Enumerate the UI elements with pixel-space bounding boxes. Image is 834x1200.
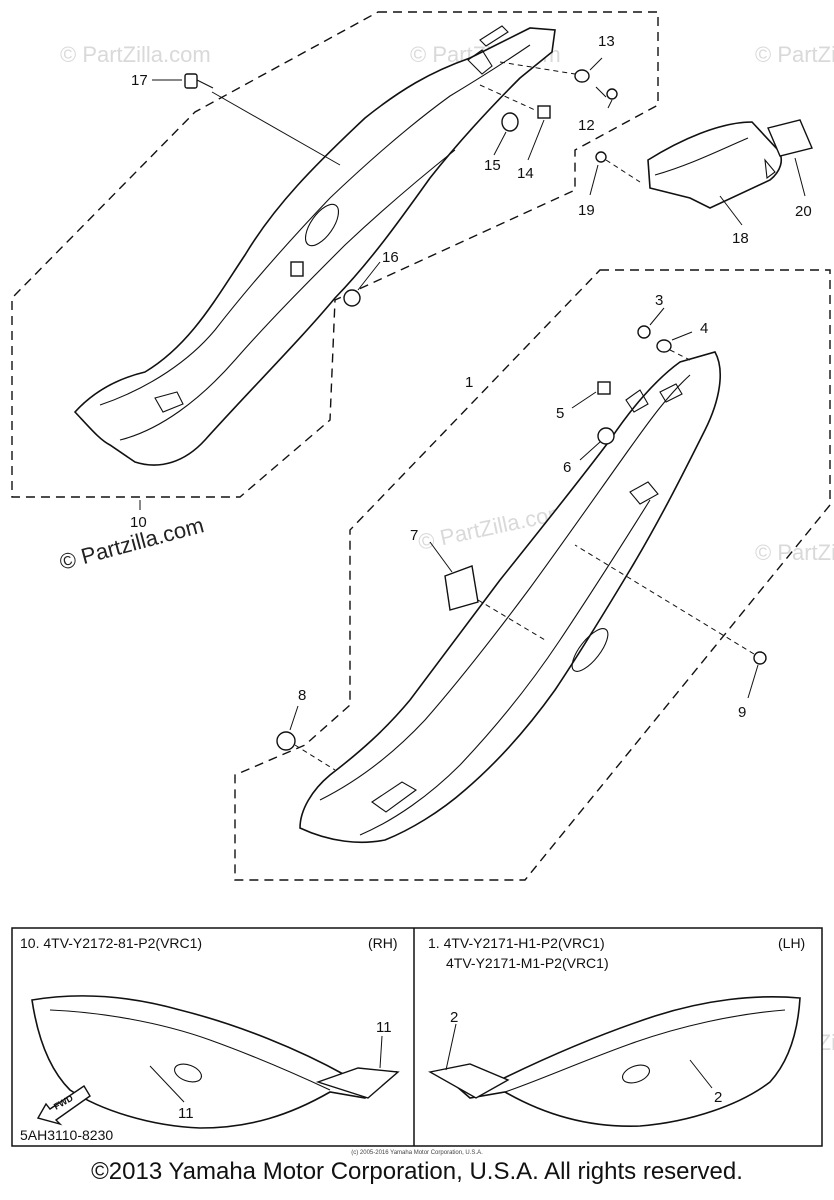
callout-1: 1 — [465, 374, 473, 391]
callout-6: 6 — [563, 459, 571, 476]
lh-part-label-2: 4TV-Y2171-M1-P2(VRC1) — [446, 955, 609, 971]
callout-5: 5 — [556, 405, 564, 422]
callout-10: 10 — [130, 514, 147, 531]
lh-callout-2a: 2 — [450, 1009, 458, 1026]
watermark-mid-right: © PartZilla.com — [755, 540, 834, 565]
lh-part-label: 1. 4TV-Y2171-H1-P2(VRC1) — [428, 935, 605, 951]
part-9-screw — [574, 544, 767, 699]
part-15-grommet — [493, 112, 519, 156]
callout-9: 9 — [738, 704, 746, 721]
callout-19: 19 — [578, 202, 595, 219]
lh-callout-2b: 2 — [714, 1089, 722, 1106]
part-13-washer — [499, 57, 603, 83]
part-18-tail-cover — [647, 121, 782, 226]
part-14-nut — [479, 84, 551, 161]
callout-14: 14 — [517, 165, 534, 182]
part-3-screw — [637, 307, 665, 339]
rh-callout-11a: 11 — [376, 1019, 392, 1036]
part-8-grommet — [276, 705, 336, 771]
lh-label-2 — [428, 1063, 510, 1099]
rh-label-11 — [315, 1067, 400, 1099]
watermark-top-right: © PartZilla.com — [755, 42, 834, 67]
side-cover-rh — [73, 25, 556, 466]
tiny-copyright-note: (c) 2005-2016 Yamaha Motor Corporation, … — [351, 1150, 483, 1156]
callout-17: 17 — [131, 72, 148, 89]
part-20-label — [767, 119, 813, 197]
callout-20: 20 — [795, 203, 812, 220]
rh-cover-outline — [31, 995, 398, 1129]
assembly-10-boundary — [11, 11, 659, 498]
copyright-footer: ©2013 Yamaha Motor Corporation, U.S.A. A… — [91, 1158, 743, 1185]
callout-8: 8 — [298, 687, 306, 704]
callout-12: 12 — [578, 117, 595, 134]
rh-panel: 10. 4TV-Y2172-81-P2(VRC1) (RH) 11 11 FWD… — [20, 935, 400, 1143]
watermark-top-left: © PartZilla.com — [60, 42, 211, 67]
callout-13: 13 — [598, 33, 615, 50]
side-cover-lh — [299, 351, 721, 844]
rh-part-label: 10. 4TV-Y2172-81-P2(VRC1) — [20, 935, 202, 951]
lh-cover-outline — [437, 996, 801, 1127]
assembly-1-boundary — [234, 269, 831, 881]
fwd-arrow-icon — [36, 1085, 91, 1126]
lh-panel: 1. 4TV-Y2171-H1-P2(VRC1) 4TV-Y2171-M1-P2… — [428, 935, 805, 1127]
callout-7: 7 — [410, 527, 418, 544]
callout-4: 4 — [700, 320, 708, 337]
callout-18: 18 — [732, 230, 749, 247]
part-5-nut — [571, 381, 611, 409]
part-16-grommet — [290, 261, 381, 307]
part-12-screw — [595, 86, 618, 109]
part-6-grommet — [579, 427, 615, 461]
diagram-code: 5AH3110-8230 — [20, 1127, 113, 1143]
rh-callout-11b: 11 — [178, 1105, 194, 1122]
callout-3: 3 — [655, 292, 663, 309]
rh-side-label: (RH) — [368, 935, 398, 951]
part-4-washer — [656, 331, 693, 361]
part-17-screw — [152, 73, 341, 166]
lh-side-label: (LH) — [778, 935, 805, 951]
callout-15: 15 — [484, 157, 501, 174]
part-19-screw — [589, 151, 641, 196]
part-7-label — [429, 541, 546, 641]
callout-16: 16 — [382, 249, 399, 266]
